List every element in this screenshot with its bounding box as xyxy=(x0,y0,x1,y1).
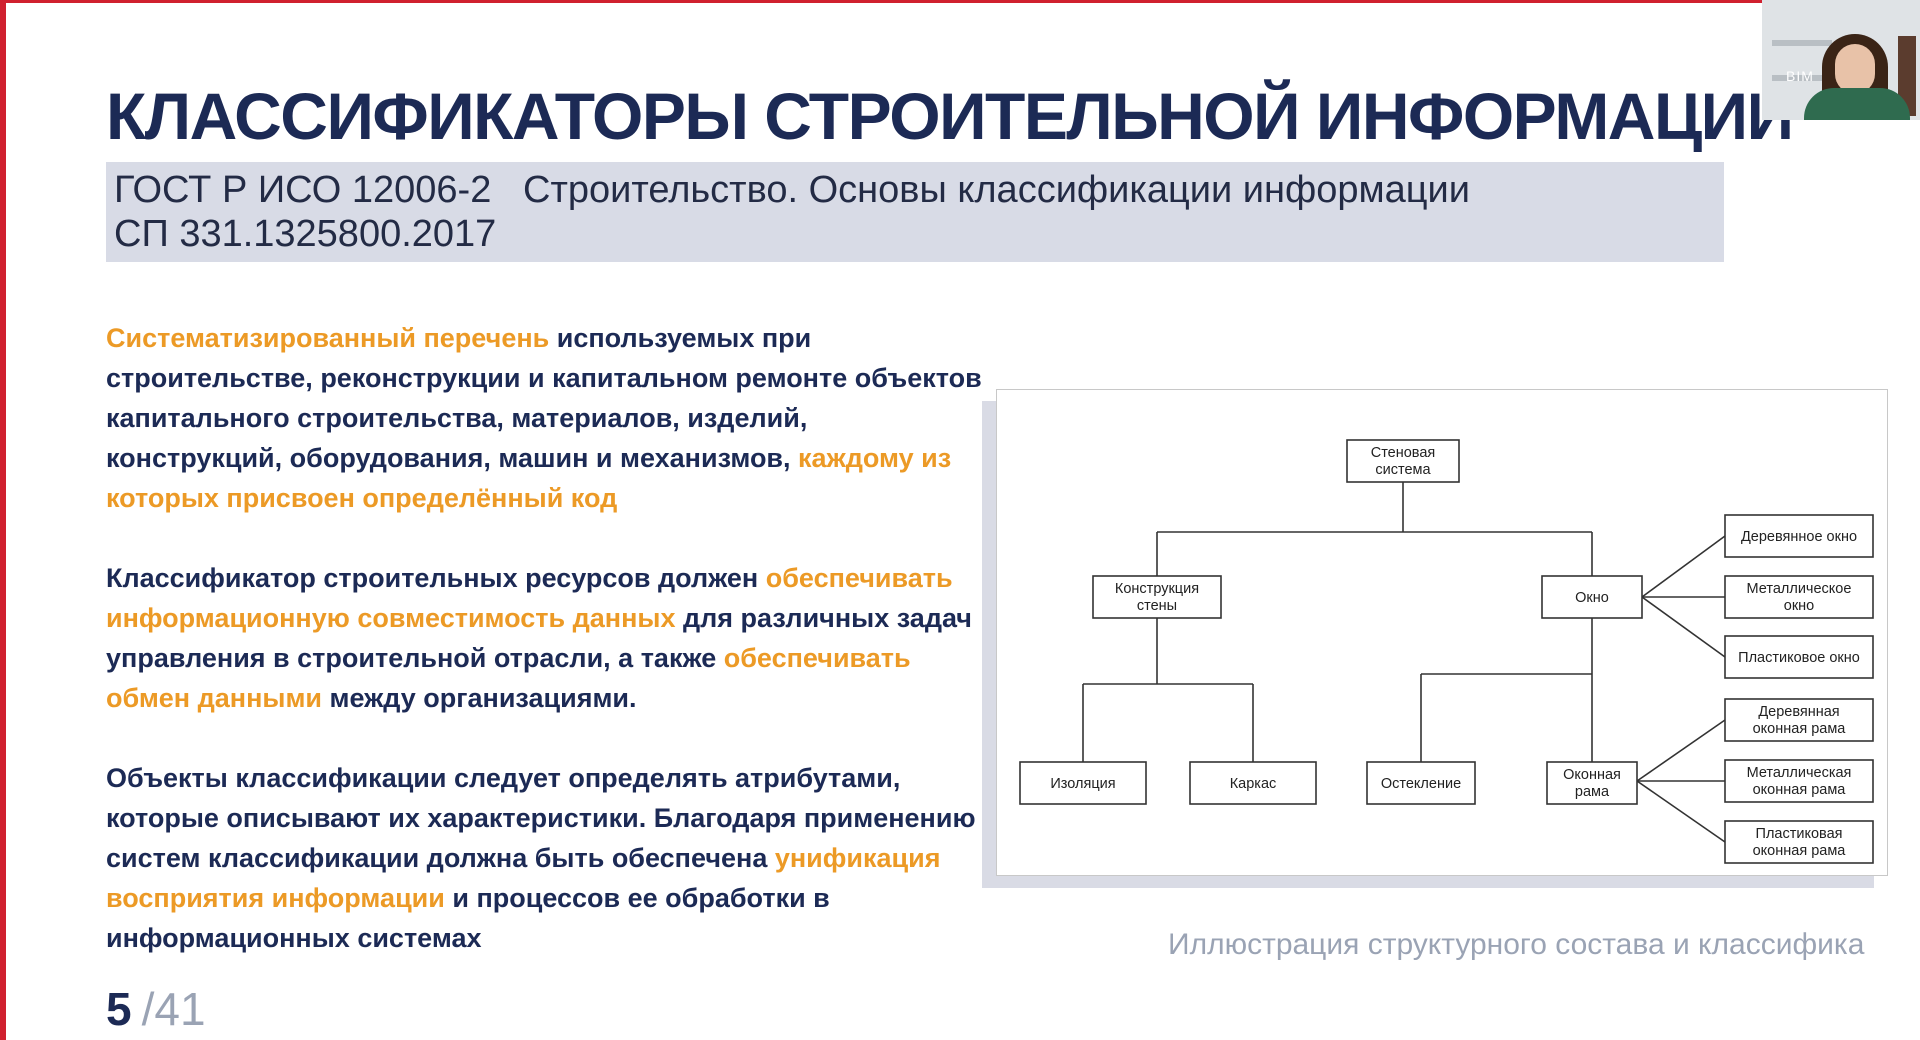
highlighted-text: Систематизированный перечень xyxy=(106,323,550,353)
description-paragraph: Объекты классификации следует определять… xyxy=(106,758,986,958)
page-total: 41 xyxy=(154,983,206,1035)
highlighted-text: каждому из которых присвоен определённый… xyxy=(106,443,952,513)
standard-line-sp: СП 331.1325800.2017 xyxy=(114,213,497,255)
body-text: используемых при строительстве, реконстр… xyxy=(106,323,982,473)
body-text: между организациями. xyxy=(322,683,637,713)
svg-text:оконная рама: оконная рама xyxy=(1753,843,1847,859)
webcam-shelf xyxy=(1772,40,1832,46)
node-wood-frame: Деревянная оконная рама xyxy=(1724,698,1874,742)
svg-text:Металлическая: Металлическая xyxy=(1747,765,1852,781)
body-text: для различных задач управления в строите… xyxy=(106,603,972,673)
webcam-bim-logo: BIM xyxy=(1786,68,1814,84)
description-paragraph: Систематизированный перечень используемы… xyxy=(106,318,986,518)
webcam-person-body xyxy=(1804,88,1910,120)
svg-text:Каркас: Каркас xyxy=(1230,776,1277,792)
svg-text:оконная рама: оконная рама xyxy=(1753,721,1847,737)
body-text: Объекты классификации следует определять… xyxy=(106,763,976,873)
body-text: и процессов ее обработки в информационны… xyxy=(106,883,830,953)
svg-text:оконная рама: оконная рама xyxy=(1753,782,1847,798)
highlighted-text: обеспечивать обмен данными xyxy=(106,643,911,713)
webcam-shelf xyxy=(1772,75,1832,81)
page-number: 5/41 xyxy=(106,982,206,1036)
svg-text:Стеновая: Стеновая xyxy=(1371,445,1436,461)
node-wood-window: Деревянное окно xyxy=(1724,514,1874,558)
node-metal-frame: Металлическая оконная рама xyxy=(1724,759,1874,803)
svg-text:Деревянная: Деревянная xyxy=(1758,704,1839,720)
classification-tree-svg: Стеновая система Конструкция стены Окно … xyxy=(1019,439,1874,864)
node-insulation: Изоляция xyxy=(1019,761,1147,805)
node-wall-system: Стеновая система xyxy=(1346,439,1460,483)
standard-line-gost: ГОСТ Р ИСО 12006-2 Строительство. Основы… xyxy=(114,169,1470,211)
description-text: Систематизированный перечень используемы… xyxy=(106,318,986,998)
slide-title: КЛАССИФИКАТОРЫ СТРОИТЕЛЬНОЙ ИНФОРМАЦИИ xyxy=(106,79,1794,153)
node-glazing: Остекление xyxy=(1366,761,1476,805)
svg-text:Пластиковое окно: Пластиковое окно xyxy=(1738,650,1860,666)
standards-box: ГОСТ Р ИСО 12006-2 Строительство. Основы… xyxy=(106,162,1724,262)
node-wall-construction: Конструкция стены xyxy=(1092,575,1222,619)
highlighted-text: унификация восприятия информации xyxy=(106,843,941,913)
svg-text:стены: стены xyxy=(1137,598,1177,614)
webcam-person-face xyxy=(1835,44,1875,94)
node-plastic-window: Пластиковое окно xyxy=(1724,635,1874,679)
svg-text:Изоляция: Изоляция xyxy=(1050,776,1115,792)
webcam-thumbnail[interactable]: BIM xyxy=(1762,0,1920,120)
svg-text:рама: рама xyxy=(1575,784,1610,800)
page-current: 5 xyxy=(106,983,132,1035)
diagram-caption: Иллюстрация структурного состава и класс… xyxy=(1168,928,1865,961)
svg-text:Окно: Окно xyxy=(1575,590,1609,606)
svg-text:Деревянное окно: Деревянное окно xyxy=(1741,529,1857,545)
svg-text:Металлическое: Металлическое xyxy=(1747,581,1852,597)
node-window: Окно xyxy=(1541,575,1643,619)
svg-text:Пластиковая: Пластиковая xyxy=(1756,826,1843,842)
svg-text:Остекление: Остекление xyxy=(1381,776,1461,792)
node-frame: Каркас xyxy=(1189,761,1317,805)
classification-diagram: Стеновая система Конструкция стены Окно … xyxy=(996,389,1888,876)
webcam-background-frame xyxy=(1898,36,1916,116)
node-window-frame: Оконная рама xyxy=(1546,761,1638,805)
node-metal-window: Металлическое окно xyxy=(1724,575,1874,619)
svg-text:Оконная: Оконная xyxy=(1563,767,1621,783)
body-text: Классификатор строительных ресурсов долж… xyxy=(106,563,766,593)
node-plastic-frame: Пластиковая оконная рама xyxy=(1724,820,1874,864)
page-separator: / xyxy=(141,983,155,1035)
svg-text:Конструкция: Конструкция xyxy=(1115,581,1199,597)
svg-text:окно: окно xyxy=(1784,598,1814,614)
highlighted-text: обеспечивать информационную совместимост… xyxy=(106,563,953,633)
slide-left-border xyxy=(0,0,6,1040)
svg-text:система: система xyxy=(1375,462,1431,478)
description-paragraph: Классификатор строительных ресурсов долж… xyxy=(106,558,986,718)
tree-connectors xyxy=(1082,482,1726,843)
slide-top-border xyxy=(0,0,1920,3)
